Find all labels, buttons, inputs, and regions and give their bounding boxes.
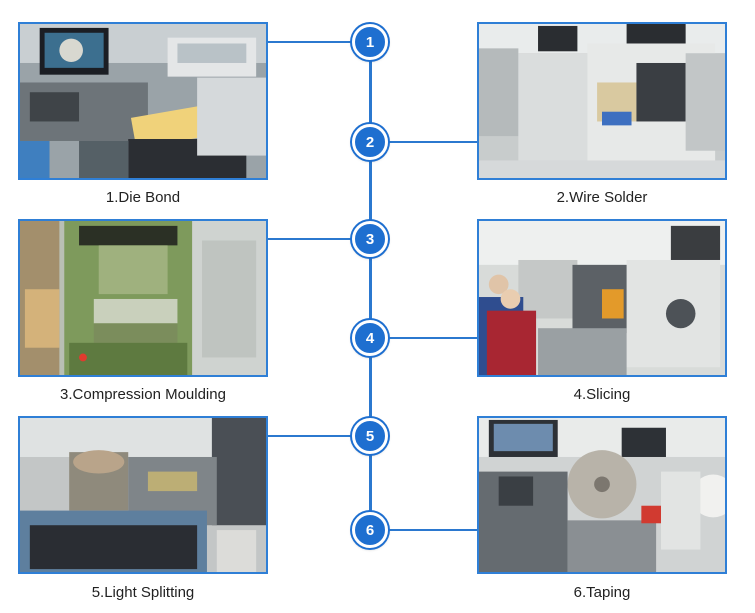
step-label-2: 2.Wire Solder	[556, 189, 648, 206]
step-node-3: 3	[352, 221, 388, 257]
photo-slicing	[477, 219, 727, 377]
step-node-5: 5	[352, 418, 388, 454]
connector-5	[268, 435, 368, 437]
step-label-3: 3.Compression Moulding	[60, 386, 226, 403]
step-node-4: 4	[352, 320, 388, 356]
step-node-2: 2	[352, 124, 388, 160]
connector-3	[268, 238, 368, 240]
photo-die-bond	[18, 22, 268, 180]
connector-4	[372, 337, 477, 339]
photo-light-splitting	[18, 416, 268, 574]
step-node-1: 1	[352, 24, 388, 60]
connector-2	[372, 141, 477, 143]
step-label-6: 6.Taping	[573, 584, 631, 601]
photo-wire-solder	[477, 22, 727, 180]
connector-1	[268, 41, 368, 43]
connector-6	[372, 529, 477, 531]
timeline-spine	[369, 42, 372, 530]
step-label-1: 1.Die Bond	[105, 189, 181, 206]
step-label-5: 5.Light Splitting	[91, 584, 195, 601]
step-node-6: 6	[352, 512, 388, 548]
photo-compression-moulding	[18, 219, 268, 377]
photo-taping	[477, 416, 727, 574]
step-label-4: 4.Slicing	[573, 386, 631, 403]
